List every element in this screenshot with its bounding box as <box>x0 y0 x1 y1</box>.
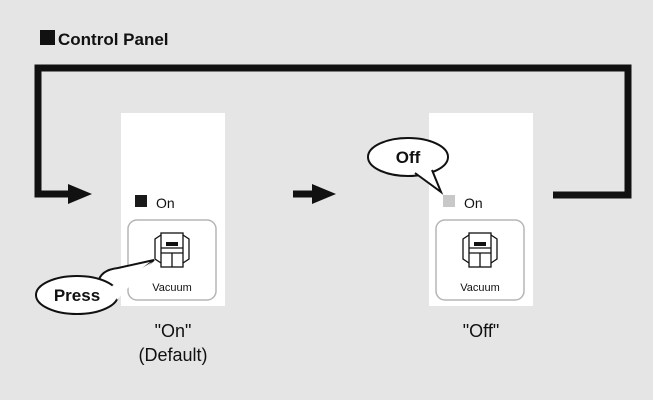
off-callout-text: Off <box>396 148 421 167</box>
indicator-label: On <box>156 195 175 211</box>
fridge-vacuum-icon <box>462 232 498 268</box>
caption-on: "On" <box>155 321 192 341</box>
fridge-vacuum-icon <box>154 232 190 268</box>
vacuum-button-label: Vacuum <box>460 282 500 294</box>
vacuum-button-off[interactable]: Vacuum <box>435 219 525 301</box>
indicator-light-on <box>135 195 147 207</box>
press-callout: Press <box>35 259 155 315</box>
loop-arrow-head-icon <box>68 184 92 204</box>
indicator-label-off: On <box>464 195 483 211</box>
press-callout-text: Press <box>54 286 100 305</box>
off-callout: Off <box>367 137 449 195</box>
caption-default: (Default) <box>138 345 207 365</box>
vacuum-button-on[interactable]: Vacuum <box>127 219 217 301</box>
page-title: Control Panel <box>58 30 169 49</box>
indicator-light-off <box>443 195 455 207</box>
loop-connector-line <box>34 64 632 199</box>
vacuum-button-label: Vacuum <box>152 282 192 294</box>
arrow-right-icon <box>312 184 336 204</box>
title-bullet-icon <box>40 30 55 45</box>
caption-off: "Off" <box>463 321 499 341</box>
